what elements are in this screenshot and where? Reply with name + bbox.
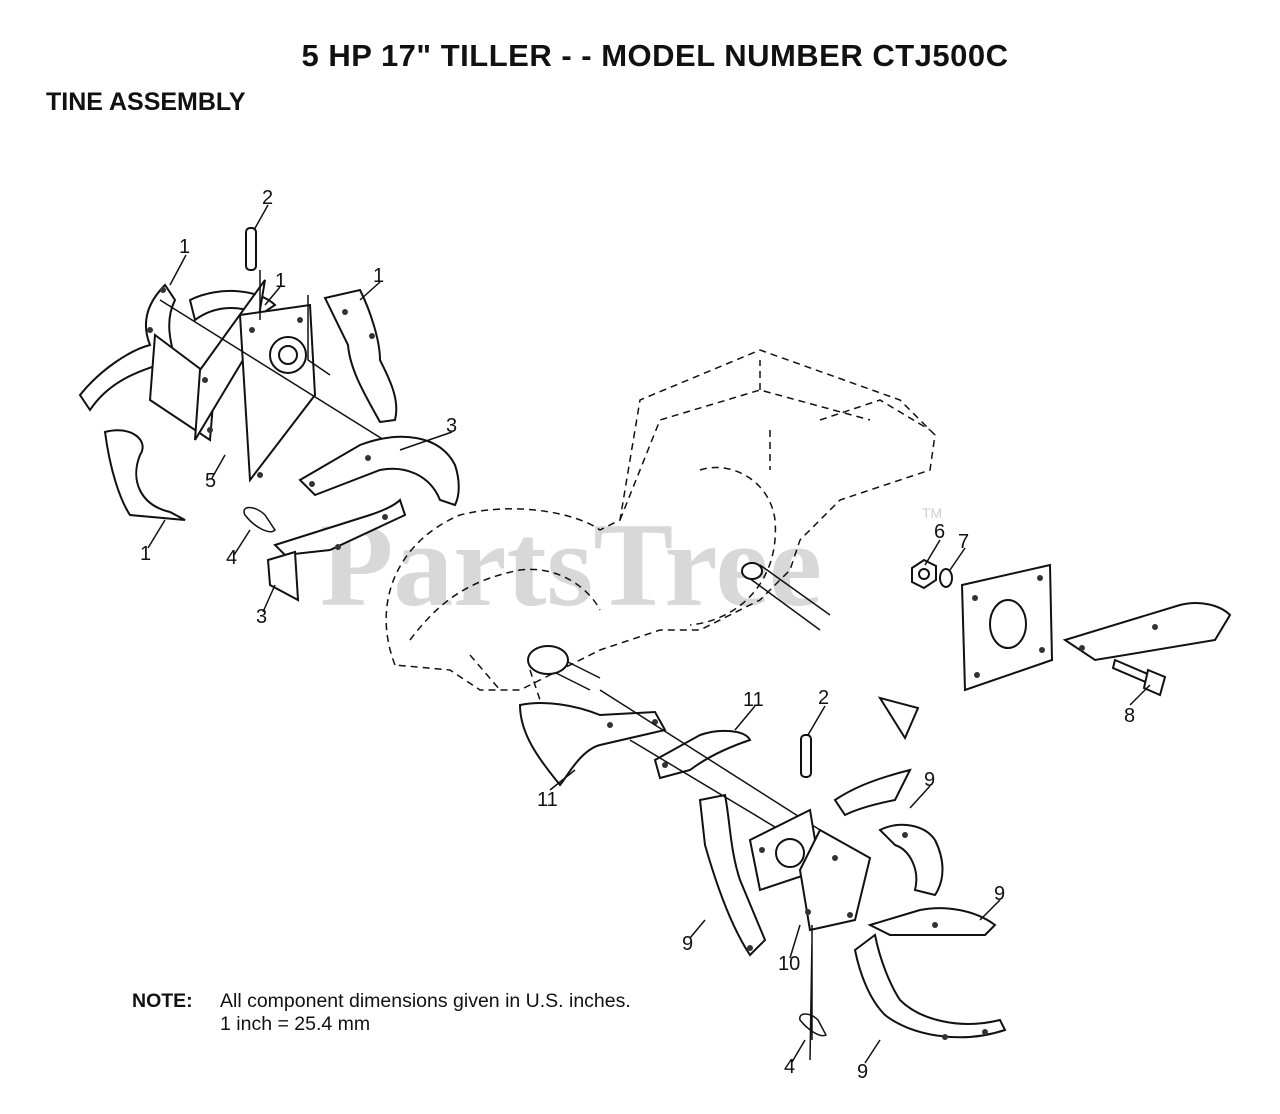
callout-3-lower: 3 <box>256 606 267 628</box>
tiller-body-outline <box>385 349 936 701</box>
callout-3-upper: 3 <box>446 415 457 437</box>
callout-7: 7 <box>958 531 969 553</box>
callout-6: 6 <box>934 521 945 543</box>
mounting-plate-right <box>960 563 1054 692</box>
hex-nut <box>911 558 937 590</box>
upper-left-tine-group <box>78 227 401 521</box>
callout-11-upper: 11 <box>743 689 764 711</box>
callout-4-lower: 4 <box>784 1056 795 1078</box>
hex-bolt <box>1111 658 1167 697</box>
hairpin-clip-lower <box>799 1013 828 1037</box>
watermark: PartsTree <box>320 498 822 631</box>
hairpin-clip-upper <box>243 506 276 533</box>
callout-9-left: 9 <box>682 933 693 955</box>
tine-3-upper <box>298 435 460 507</box>
section-title: TINE ASSEMBLY <box>46 88 246 116</box>
tine-right-upper <box>307 288 398 424</box>
callout-1-upper-middle: 1 <box>275 270 286 292</box>
tine-axle <box>527 562 831 691</box>
callout-4-upper: 4 <box>226 547 237 569</box>
callout-8: 8 <box>1124 705 1135 727</box>
callout-1-upper-left: 1 <box>179 236 190 258</box>
callout-1-upper-right: 1 <box>373 265 384 287</box>
note-label: NOTE: <box>132 990 193 1012</box>
lower-tine-group <box>518 689 1007 1061</box>
watermark-trademark: TM <box>922 505 942 521</box>
callout-leaders <box>147 204 1151 1064</box>
note-line-2: 1 inch = 25.4 mm <box>220 1013 371 1035</box>
note-line-1: All component dimensions given in U.S. i… <box>220 990 631 1012</box>
callout-2-lower: 2 <box>818 687 829 709</box>
tine-3-lower <box>266 498 407 602</box>
callout-9-bottom: 9 <box>857 1061 868 1083</box>
callout-10: 10 <box>778 953 800 975</box>
lock-washer <box>939 568 953 588</box>
callout-1-lower-left: 1 <box>140 543 151 565</box>
callout-2-upper: 2 <box>262 187 273 209</box>
callout-9-right: 9 <box>994 883 1005 905</box>
dimension-note: NOTE: All component dimensions given in U… <box>132 990 631 1036</box>
callout-11-lower: 11 <box>537 789 558 811</box>
tine-right-side <box>1062 602 1232 662</box>
page-title: 5 HP 17" TILLER - - MODEL NUMBER CTJ500C <box>301 38 1009 73</box>
callout-5: 5 <box>205 470 216 492</box>
callout-9-upper: 9 <box>924 769 935 791</box>
